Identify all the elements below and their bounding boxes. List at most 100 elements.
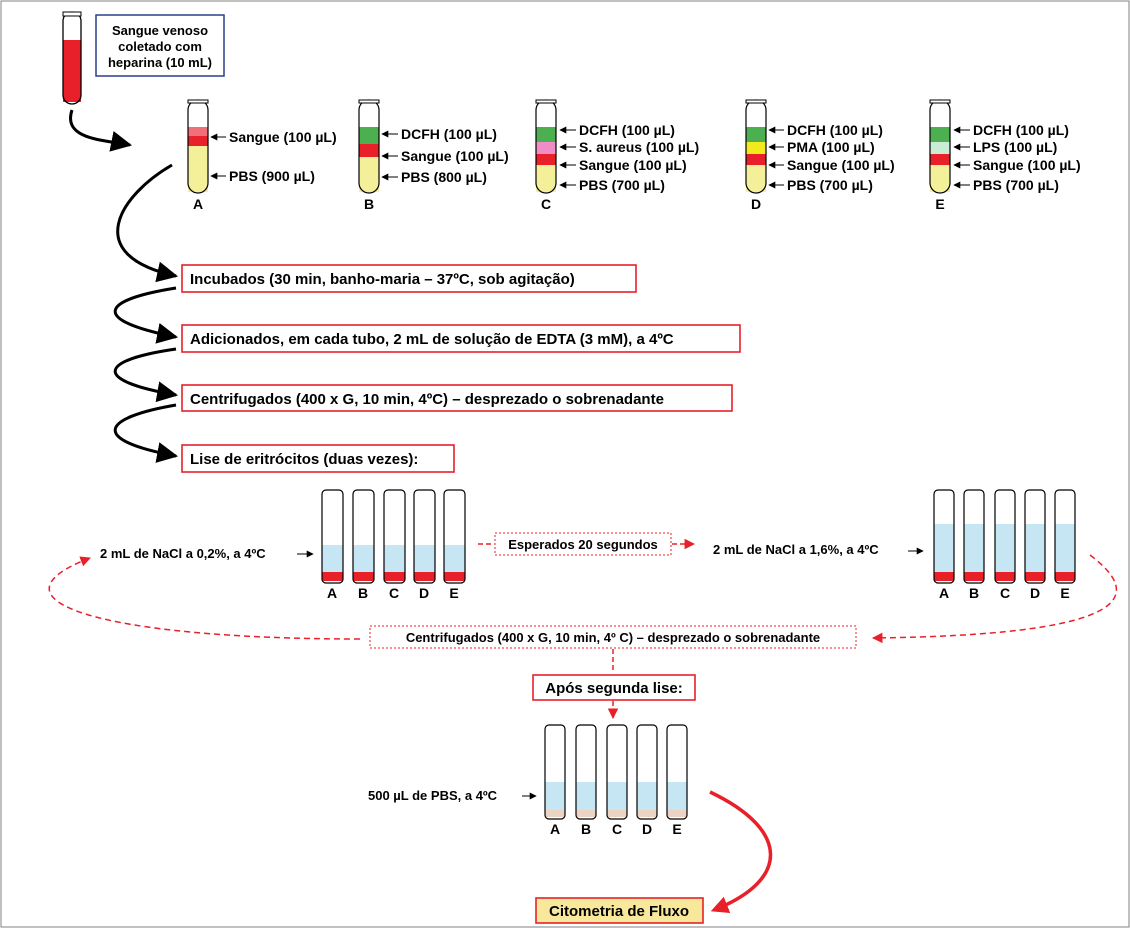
centrifuge-box: Centrifugados (400 x G, 10 min, 4º C) – … xyxy=(369,625,857,649)
lysis-high-tube-A-part xyxy=(934,572,954,581)
lysis-low-tube-C-part xyxy=(384,572,405,581)
tube-D-label-pma: PMA (100 µL) xyxy=(787,139,875,155)
tube-A-part xyxy=(188,146,208,192)
tube-C-part xyxy=(536,127,556,142)
final-tube-D-part xyxy=(637,782,657,810)
tube-D-labels: DCFH (100 µL) PMA (100 µL) Sangue (100 µ… xyxy=(768,122,895,193)
nacl-low-label: 2 mL de NaCl a 0,2%, a 4ºC xyxy=(100,546,266,561)
tube-A-label-pbs: PBS (900 µL) xyxy=(229,168,315,184)
loop-arrow-left xyxy=(48,556,361,640)
tube-C: C xyxy=(535,99,557,212)
final-tubes: A B C D E xyxy=(544,724,688,837)
after-lysis-box-part xyxy=(532,674,696,701)
tube-E-part xyxy=(930,142,950,154)
step-incubados-part: Incubados (30 min, banho-maria – 37ºC, s… xyxy=(190,271,575,288)
tube-B-part xyxy=(359,157,379,192)
final-tube-E-part xyxy=(666,724,688,820)
final-tube-C-part xyxy=(607,782,627,810)
final-tube-D-part xyxy=(636,724,658,820)
tube-D-part xyxy=(745,99,767,104)
final-tube-A-part xyxy=(545,782,565,810)
final-tube-C: C xyxy=(606,724,628,837)
step-adicionados: Adicionados, em cada tubo, 2 mL de soluç… xyxy=(181,324,741,353)
lysis-low-tube-D: D xyxy=(413,489,436,601)
lysis-high-tube-A-part xyxy=(934,524,954,572)
lysis-low-tube-D-part: D xyxy=(419,585,429,601)
arrow-to-step-incubados xyxy=(116,163,179,283)
tube-E: E xyxy=(929,99,951,212)
lysis-high-tube-E-part xyxy=(1055,572,1075,581)
tube-B-label-dcfh: DCFH (100 µL) xyxy=(401,126,497,142)
final-tube-A-part xyxy=(545,810,565,817)
final-tube-D: D xyxy=(636,724,658,837)
lysis-high-tube-B: B xyxy=(963,489,985,601)
tube-D-part xyxy=(746,127,766,142)
lysis-low-tube-E: E xyxy=(443,489,466,601)
arrow-source-to-tubes xyxy=(69,109,133,152)
pbs-final-label: 500 µL de PBS, a 4ºC xyxy=(368,788,498,803)
nacl-high-label: 2 mL de NaCl a 1,6%, a 4ºC xyxy=(713,542,879,557)
final-tube-E-part: E xyxy=(672,821,681,837)
tube-B-letter: B xyxy=(364,196,374,212)
tube-E-label-dcfh: DCFH (100 µL) xyxy=(973,122,1069,138)
lysis-high-tube-B-part xyxy=(964,572,984,581)
centrifuge-box-part: Centrifugados (400 x G, 10 min, 4º C) – … xyxy=(406,630,820,645)
final-tube-B-part xyxy=(576,782,596,810)
tube-E-part xyxy=(930,154,950,165)
step-lise: Lise de eritrócitos (duas vezes): xyxy=(181,444,455,473)
lysis-high-tube-C: C xyxy=(994,489,1016,601)
tube-C-label-saureus: S. aureus (100 µL) xyxy=(579,139,699,155)
step-centrifugados-part: Centrifugados (400 x G, 10 min, 4ºC) – d… xyxy=(190,391,664,408)
after-lysis-box-part: Após segunda lise: xyxy=(545,680,683,697)
lysis-high-tube-A-part xyxy=(933,489,955,584)
step-lise-part: Lise de eritrócitos (duas vezes): xyxy=(190,451,418,468)
tube-E-part xyxy=(930,127,950,142)
lysis-low-tube-E-part: E xyxy=(449,585,458,601)
lysis-high-tube-E: E xyxy=(1054,489,1076,601)
tube-D-part xyxy=(746,142,766,154)
citometria-box-part: Citometria de Fluxo xyxy=(549,903,689,920)
lysis-low-tube-A-part xyxy=(322,572,343,581)
tube-B: B xyxy=(358,99,380,212)
lysis-high-tube-D-part: D xyxy=(1030,585,1040,601)
lysis-high-tube-D-part xyxy=(1025,572,1045,581)
lysis-low-tube-C-part: C xyxy=(389,585,399,601)
final-tube-B: B xyxy=(575,724,597,837)
lysis-high-tube-D-part xyxy=(1025,524,1045,572)
arrow-to-step-adicionados xyxy=(113,286,179,344)
lysis-low-tube-B-part xyxy=(353,545,374,572)
final-tube-C-part: C xyxy=(612,821,622,837)
citometria-box-part xyxy=(535,897,704,924)
wait-box: Esperados 20 segundos xyxy=(494,532,672,556)
start-box: Sangue venoso coletado com heparina (10 … xyxy=(95,14,225,77)
start-box-line-3: heparina (10 mL) xyxy=(108,55,212,70)
arrow-to-step-lise xyxy=(113,403,179,463)
tube-B-part xyxy=(359,127,379,144)
lysis-low-tube-C-part xyxy=(383,489,406,584)
step-centrifugados: Centrifugados (400 x G, 10 min, 4ºC) – d… xyxy=(181,384,733,412)
loop-arrow-right xyxy=(871,554,1118,644)
final-tube-A: A xyxy=(544,724,566,837)
after-lysis-box: Após segunda lise: xyxy=(532,674,696,701)
final-tube-D-part xyxy=(637,810,657,817)
lysis-low-tube-B: B xyxy=(352,489,375,601)
final-tube-E-part xyxy=(667,782,687,810)
final-tube-B-part: B xyxy=(581,821,591,837)
tube-A-labels: Sangue (100 µL) PBS (900 µL) xyxy=(210,129,337,184)
tube-A-letter: A xyxy=(193,196,203,212)
lysis-low-tube-B-part xyxy=(352,489,375,584)
lysis-low-tube-B-part xyxy=(353,572,374,581)
lysis-low-tube-D-part xyxy=(414,572,435,581)
tube-C-part xyxy=(536,154,556,165)
lysis-low-tube-A: A xyxy=(321,489,344,601)
tube-D-part xyxy=(746,165,766,192)
tube-D-letter: D xyxy=(751,196,761,212)
tube-B-label-pbs: PBS (800 µL) xyxy=(401,169,487,185)
lysis-tubes-low: A B C D E xyxy=(321,489,466,601)
final-tube-E-part xyxy=(667,810,687,817)
wait-box-part: Esperados 20 segundos xyxy=(508,537,658,552)
arrow-to-step-centrifugados xyxy=(113,347,179,403)
source-tube xyxy=(62,11,82,105)
